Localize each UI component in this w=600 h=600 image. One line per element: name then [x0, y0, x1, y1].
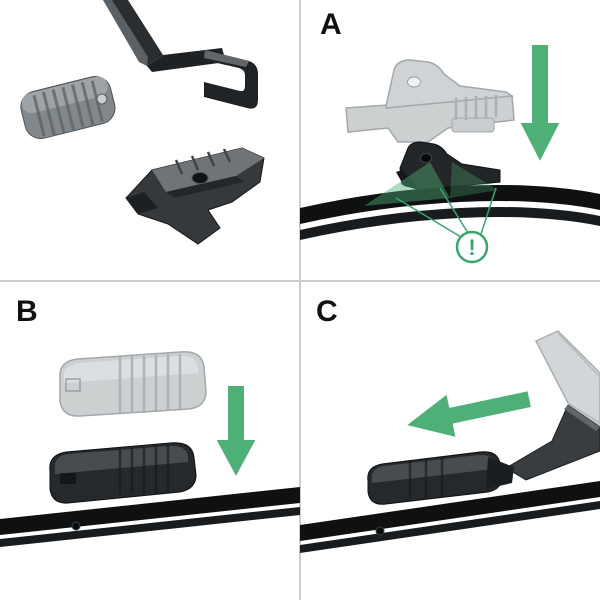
warning-pointer-lines: [395, 187, 497, 238]
arrow-down-icon: [214, 384, 258, 479]
wiper-arm-icon: [505, 404, 600, 481]
panel-step-c: C: [300, 281, 600, 600]
warning-symbol: !: [468, 235, 475, 260]
mounted-adapter-icon: [396, 141, 501, 191]
step-b-label: B: [16, 295, 38, 328]
arrow-left-icon: [404, 389, 534, 440]
panel-divider-horizontal: [0, 280, 600, 282]
parts-overview-illustration: [20, 0, 265, 245]
highlight-area-icon: [364, 162, 498, 206]
step-a-label: A: [320, 8, 342, 41]
warning-circle-icon: !: [455, 230, 489, 264]
step-c-illustration: [300, 330, 600, 553]
step-a-illustration: !: [300, 43, 600, 264]
ghost-adapter-icon: [345, 59, 515, 143]
mounted-cover-cap-icon: [49, 442, 197, 504]
panel-step-a: A: [300, 0, 600, 281]
wiper-blade-icon: [0, 487, 300, 547]
wiper-blade-icon: [300, 481, 600, 553]
step-c-label: C: [316, 295, 338, 328]
mounted-adapter-icon: [367, 451, 514, 505]
wiper-blade-icon: [300, 185, 600, 240]
connector-block-icon: [20, 75, 116, 140]
panel-divider-vertical: [299, 0, 301, 600]
panel-step-b: B: [0, 281, 300, 600]
wiper-arm-hook-icon: [103, 0, 258, 109]
adapter-part-icon: [125, 147, 265, 245]
arrow-down-icon: [518, 43, 562, 164]
step-b-illustration: [0, 351, 300, 547]
panel-parts-overview: [0, 0, 300, 281]
ghost-cover-cap-icon: [59, 351, 207, 417]
